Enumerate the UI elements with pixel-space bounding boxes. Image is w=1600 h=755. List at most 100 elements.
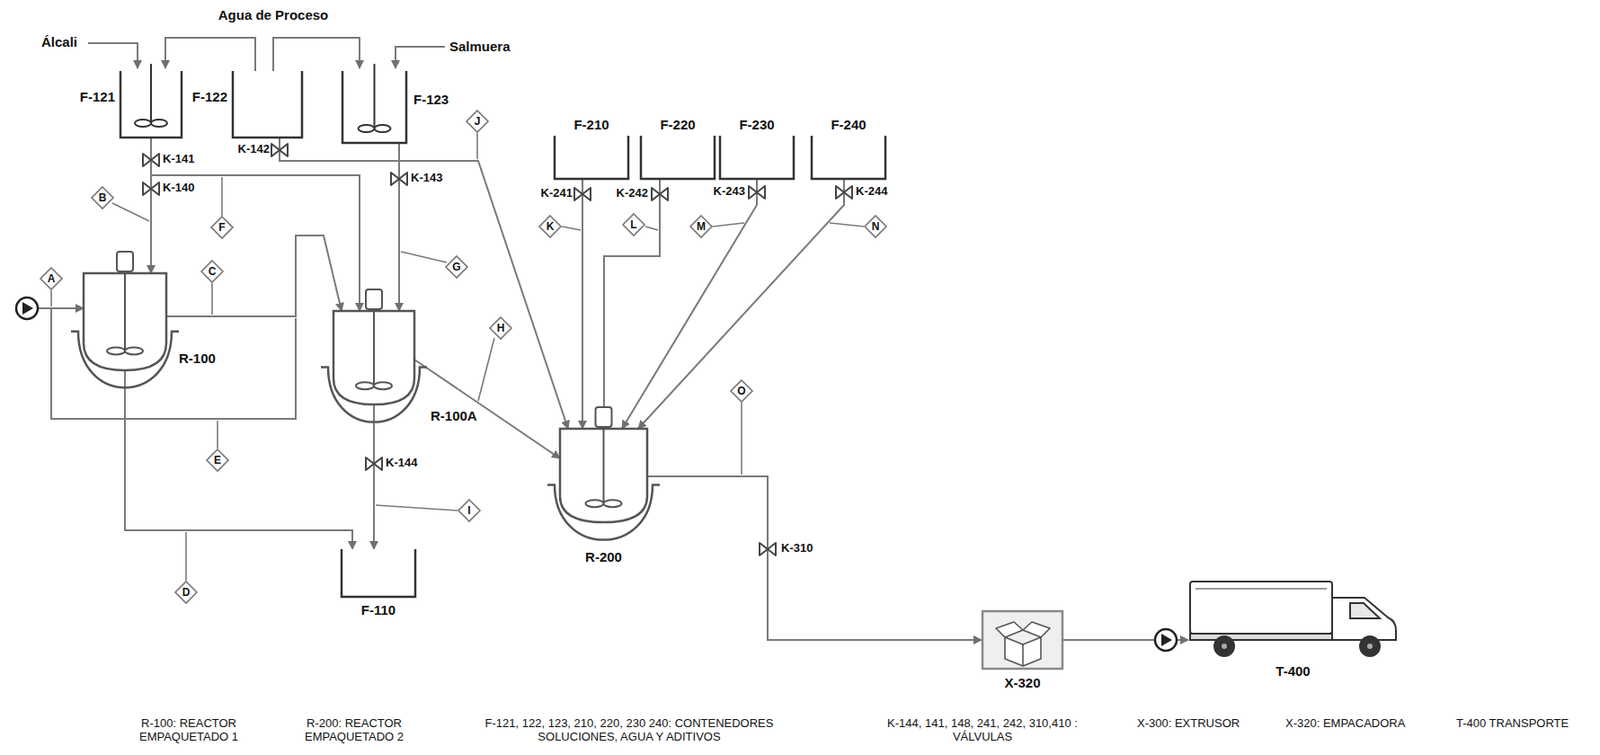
- drawing-part: [1004, 637, 1041, 667]
- drawing-part: [391, 172, 408, 186]
- reactor: R-100: [83, 273, 167, 371]
- process-stream: [622, 178, 757, 429]
- stream-diamond: J: [465, 109, 489, 134]
- container-tank: F-240: [811, 135, 886, 179]
- container-tank: F-110: [341, 549, 416, 597]
- reactor: R-100A: [333, 311, 415, 405]
- container-tank: F-230: [720, 135, 794, 179]
- stream-diamond: [445, 256, 468, 278]
- stream-diamond: [489, 317, 512, 339]
- key-note: T-400 TRANSPORTE: [1456, 717, 1569, 731]
- reactor-shape: [547, 405, 660, 571]
- process-stream: [398, 142, 400, 312]
- drawing-part: [1022, 644, 1024, 667]
- drawing-part: [112, 203, 150, 222]
- valve-tag: K-242: [615, 186, 649, 201]
- drawing-part: [1155, 629, 1177, 651]
- packer: X-320: [981, 610, 1064, 670]
- stream-diamond: [91, 186, 114, 209]
- drawing-part: [375, 505, 458, 511]
- container-tank: F-123: [342, 71, 407, 143]
- process-stream: [279, 137, 569, 429]
- box-icon: [995, 622, 1050, 667]
- stream-diamond: G: [444, 255, 469, 279]
- drawing-part: [216, 420, 219, 449]
- stream-letter: K: [538, 214, 562, 239]
- impeller: [106, 346, 125, 355]
- drawing-part: [1214, 636, 1235, 657]
- feed-lines: [37, 37, 445, 419]
- equipment-tag: F-230: [738, 116, 774, 133]
- stream-diamond: [730, 380, 753, 402]
- drawing-part: [712, 222, 745, 227]
- process-stream: [166, 235, 342, 317]
- key-note: X-320: EMPACADORA: [1285, 717, 1405, 731]
- stream-diamond: M: [689, 214, 713, 239]
- stream-diamond: [622, 213, 645, 236]
- stream-letter: L: [622, 213, 646, 237]
- drawing-part: [164, 37, 167, 69]
- drawing-part: [1190, 581, 1333, 634]
- valve-tag: K-244: [854, 185, 889, 199]
- process-stream: [124, 370, 353, 550]
- stream-diamond: I: [457, 498, 481, 523]
- process-stream: [581, 178, 584, 429]
- equipment-tag: F-220: [659, 116, 695, 133]
- drawing-part: [37, 307, 84, 310]
- stream-letter: E: [205, 448, 230, 472]
- container-tank: F-210: [554, 135, 629, 179]
- stream-diamond: K: [538, 214, 562, 239]
- reactor-shape: [71, 249, 179, 419]
- stream-letter: J: [465, 109, 489, 134]
- drawing-part: [142, 182, 160, 196]
- process-stream: [604, 178, 660, 429]
- stream-diamond: [211, 216, 233, 239]
- drawing-part: [1220, 642, 1228, 650]
- stream-diamond: [466, 110, 489, 133]
- impeller: [134, 119, 152, 127]
- stream-letter: G: [444, 255, 469, 279]
- valve-tag: K-243: [712, 185, 747, 199]
- drawing-part: [395, 46, 445, 69]
- feed-label: Álcali: [41, 34, 78, 50]
- tank-shape: [718, 128, 796, 181]
- stream-diamond: C: [200, 259, 224, 284]
- reactor: R-200: [560, 428, 648, 523]
- stream-diamond: F: [210, 215, 234, 240]
- key-note: R-100: REACTOR EMPAQUETADO 1: [125, 717, 252, 745]
- drawing-part: [995, 622, 1023, 638]
- equipment-tag: F-240: [830, 116, 866, 133]
- impeller: [604, 499, 623, 507]
- tankA-shape: [340, 63, 409, 145]
- drawing-part: [22, 302, 34, 315]
- stream-letter: H: [488, 316, 513, 340]
- equipment-tag: R-100A: [430, 408, 478, 424]
- stream-letter: A: [39, 266, 63, 291]
- drawing-part: [1332, 597, 1396, 640]
- stream-diamond: [690, 215, 712, 238]
- equipment-tag: R-200: [585, 549, 623, 565]
- impeller: [374, 124, 392, 133]
- stream-diamond: H: [488, 316, 513, 340]
- truck-drawing: [1190, 581, 1396, 657]
- drawing-part: [478, 337, 495, 401]
- drawing-part: [1366, 642, 1374, 650]
- drawing-part: [16, 297, 38, 320]
- impeller: [358, 124, 375, 133]
- impeller: [151, 119, 168, 127]
- drawing-part: [88, 43, 138, 69]
- equipment-tag: F-121: [80, 88, 116, 105]
- drawing-part: [1161, 633, 1173, 647]
- stream-diamond: O: [729, 379, 754, 403]
- tank-shape: [339, 542, 418, 599]
- impeller: [373, 382, 392, 390]
- drawing-part: [748, 186, 765, 199]
- process-stream: [647, 476, 982, 640]
- stream-diamond: [539, 215, 561, 238]
- valve-tag: K-140: [161, 181, 196, 196]
- drawing-part: [142, 153, 160, 167]
- tank-shape: [809, 128, 888, 181]
- tank-outline: [720, 135, 794, 179]
- agitator-shaft: [603, 426, 605, 504]
